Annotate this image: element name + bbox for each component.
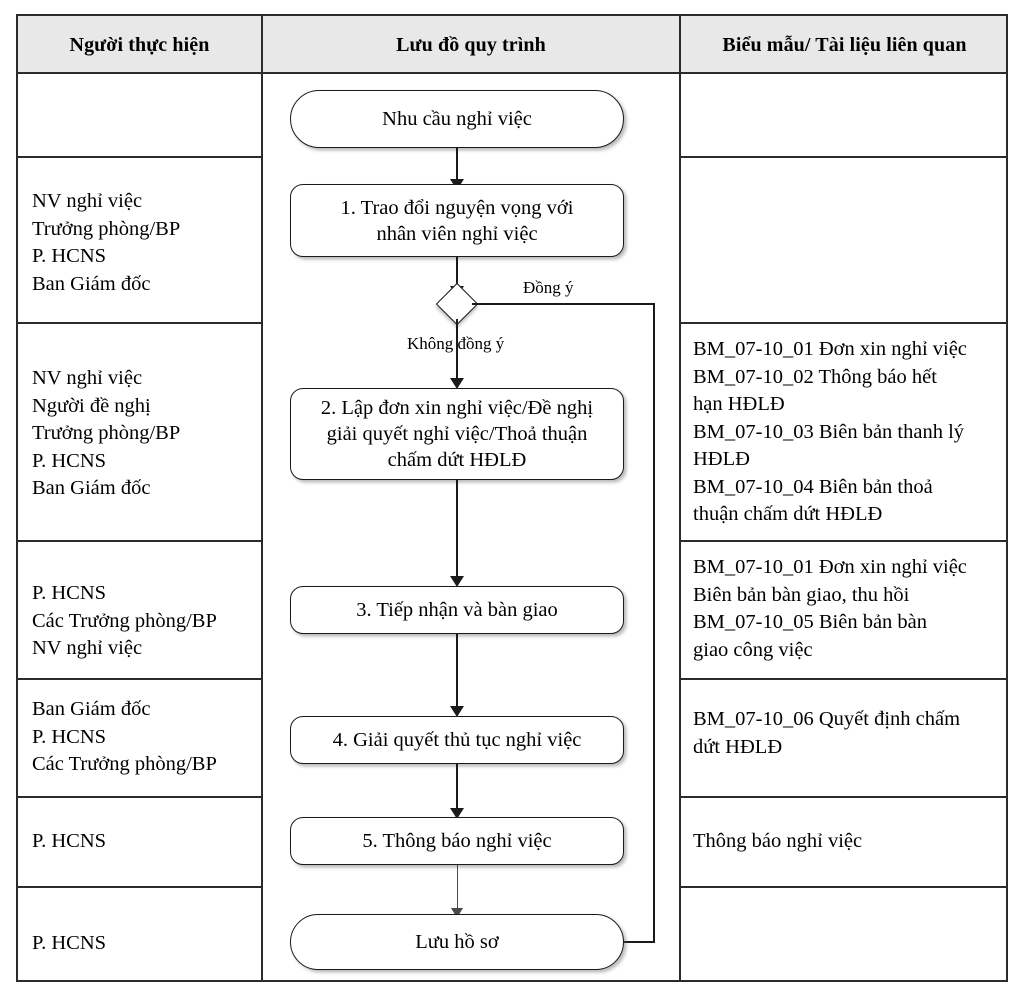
flow-node-step4[interactable]: 4. Giải quyết thủ tục nghỉ việc bbox=[290, 716, 624, 764]
cell-documents-2: BM_07-10_01 Đơn xin nghỉ việc BM_07-10_0… bbox=[693, 338, 967, 525]
row-divider-6-right bbox=[681, 886, 1006, 888]
cell-responsible-6: P. HCNS bbox=[32, 932, 107, 954]
edge-label-disagree: Không đồng ý bbox=[407, 334, 505, 353]
row-divider-4-right bbox=[681, 678, 1006, 680]
flow-node-start[interactable]: Nhu cầu nghỉ việc bbox=[290, 90, 624, 148]
row-divider-3-right bbox=[681, 540, 1006, 542]
flow-node-step3[interactable]: 3. Tiếp nhận và bàn giao bbox=[290, 586, 624, 634]
header-documents: Biểu mẫu/ Tài liệu liên quan bbox=[722, 33, 967, 56]
process-table: Người thực hiện Lưu đồ quy trình Biểu mẫ… bbox=[16, 14, 1008, 982]
cell-responsible-2: NV nghỉ việc Người đề nghị Trưởng phòng/… bbox=[32, 367, 181, 499]
cell-responsible-1: NV nghỉ việc Trưởng phòng/BP P. HCNS Ban… bbox=[32, 190, 181, 295]
arrowhead-decision-step2 bbox=[450, 378, 464, 389]
arrowhead-step4-step5 bbox=[450, 808, 464, 819]
cell-responsible-3: P. HCNS Các Trưởng phòng/BP NV nghỉ việc bbox=[32, 582, 217, 659]
row-divider-5-left bbox=[18, 796, 263, 798]
flow-node-step5[interactable]: 5. Thông báo nghỉ việc bbox=[290, 817, 624, 865]
header-flowchart: Lưu đồ quy trình bbox=[396, 33, 546, 56]
cell-documents-3: BM_07-10_01 Đơn xin nghỉ việc Biên bản b… bbox=[693, 556, 967, 661]
header-responsible: Người thực hiện bbox=[69, 33, 210, 56]
table-header-row bbox=[18, 16, 1006, 74]
row-divider-3-left bbox=[18, 540, 263, 542]
row-divider-1-right bbox=[681, 156, 1006, 158]
row-divider-5-right bbox=[681, 796, 1006, 798]
connector-step2-step3 bbox=[456, 480, 459, 584]
connector-step4-step5 bbox=[456, 764, 459, 816]
row-divider-4-left bbox=[18, 678, 263, 680]
flow-node-step2[interactable]: 2. Lập đơn xin nghỉ việc/Đề nghị giải qu… bbox=[290, 388, 624, 480]
connector-step3-step4 bbox=[456, 634, 459, 714]
row-divider-6-left bbox=[18, 886, 263, 888]
column-divider-1 bbox=[261, 16, 263, 980]
flow-node-end[interactable]: Lưu hồ sơ bbox=[290, 914, 624, 970]
cell-documents-4: BM_07-10_06 Quyết định chấm dứt HĐLĐ bbox=[693, 708, 961, 758]
column-divider-2 bbox=[679, 16, 681, 980]
row-divider-header bbox=[18, 72, 1006, 74]
cell-responsible-5: P. HCNS bbox=[32, 830, 107, 852]
edge-label-agree: Đồng ý bbox=[523, 278, 574, 297]
connector-step1-decision bbox=[456, 257, 459, 295]
flow-node-step1[interactable]: 1. Trao đổi nguyện vọng với nhân viên ng… bbox=[290, 184, 624, 257]
connector-start-step1 bbox=[456, 148, 459, 184]
row-divider-2-right bbox=[681, 322, 1006, 324]
connector-decision-agree-horizontal bbox=[472, 303, 655, 306]
cell-documents-5: Thông báo nghỉ việc bbox=[693, 830, 863, 852]
row-divider-1-left bbox=[18, 156, 263, 158]
connector-agree-to-end bbox=[613, 941, 655, 944]
row-divider-2-left bbox=[18, 322, 263, 324]
connector-step5-end bbox=[456, 865, 459, 917]
arrowhead-step2-step3 bbox=[450, 576, 464, 587]
cell-responsible-4: Ban Giám đốc P. HCNS Các Trưởng phòng/BP bbox=[32, 698, 217, 775]
connector-agree-vertical bbox=[653, 303, 656, 943]
arrowhead-step5-end bbox=[451, 908, 463, 918]
arrowhead-step3-step4 bbox=[450, 706, 464, 717]
connector-decision-disagree-vertical bbox=[456, 319, 459, 387]
